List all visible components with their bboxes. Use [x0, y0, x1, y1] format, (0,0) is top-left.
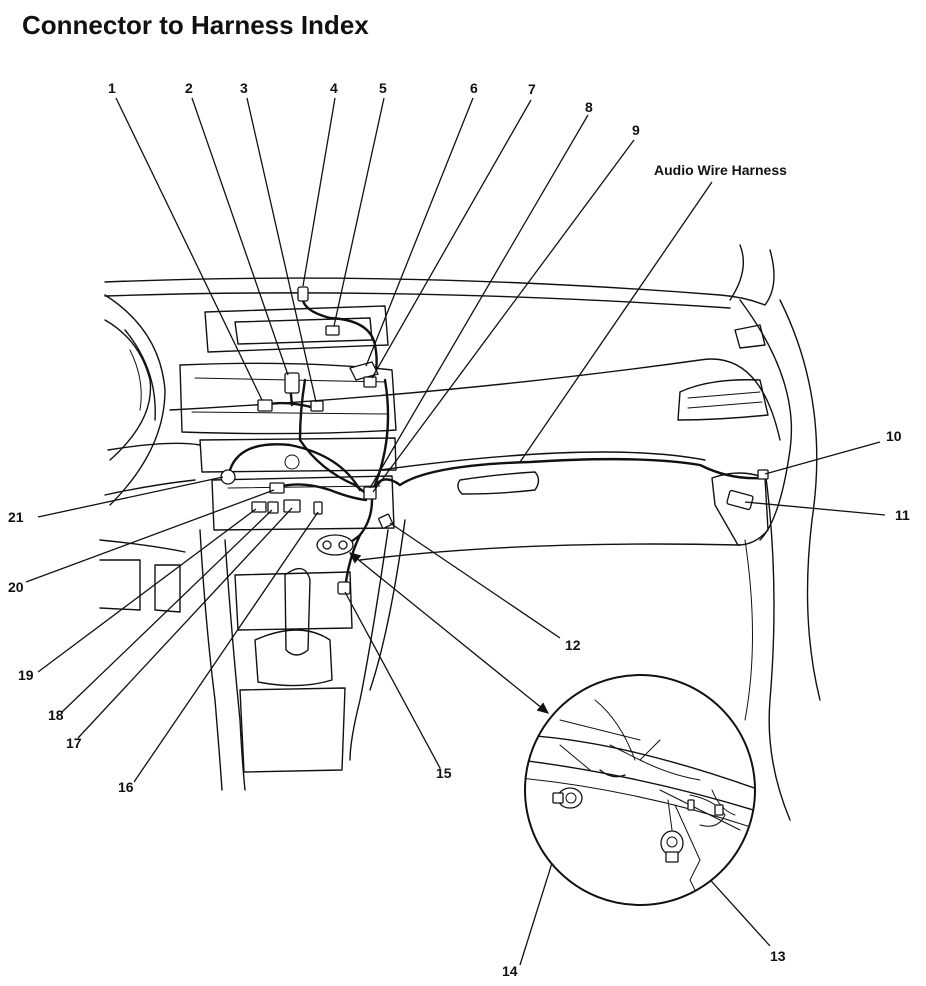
connector-10 [757, 469, 769, 480]
connector-13-14-group [316, 534, 354, 556]
callout-7: 7 [528, 81, 536, 97]
connector-17 [283, 499, 301, 513]
callout-4: 4 [330, 80, 338, 96]
connector-21 [220, 469, 236, 485]
callout-9: 9 [632, 122, 640, 138]
connector-4 [297, 286, 309, 302]
connector-20 [269, 482, 285, 494]
callout-8: 8 [585, 99, 593, 115]
connector-6 [349, 361, 379, 381]
connector-15 [337, 581, 351, 595]
connector-12 [378, 513, 394, 529]
callout-11: 11 [895, 507, 910, 523]
connector-8-9 [363, 486, 377, 500]
callout-6: 6 [470, 80, 478, 96]
callout-13: 13 [770, 948, 786, 964]
detail-inset [524, 674, 756, 906]
connector-16 [313, 501, 323, 515]
wiring-harness [228, 293, 764, 592]
callout-2: 2 [185, 80, 193, 96]
connector-11 [726, 489, 754, 511]
callout-1: 1 [108, 80, 116, 96]
callout-16: 16 [118, 779, 134, 795]
audio-wire-harness-label: Audio Wire Harness [654, 162, 787, 178]
callout-3: 3 [240, 80, 248, 96]
leader-lines [25, 97, 886, 966]
connector-3 [310, 400, 324, 412]
detail-connector-14 [552, 787, 583, 809]
page-title: Connector to Harness Index [22, 10, 369, 40]
connector-18 [267, 501, 279, 514]
connector-7 [363, 376, 377, 388]
callout-10: 10 [886, 428, 902, 444]
callout-21: 21 [8, 509, 24, 525]
connector-2 [284, 372, 300, 394]
callout-17: 17 [66, 735, 82, 751]
callout-19: 19 [18, 667, 34, 683]
detail-connector-13 [660, 830, 684, 863]
callout-labels: Audio Wire Harness 1 2 3 4 5 6 7 8 9 10 … [8, 80, 910, 979]
connector-5 [325, 325, 340, 336]
dashboard-outline [99, 244, 821, 821]
connector-1 [257, 399, 273, 412]
callout-18: 18 [48, 707, 64, 723]
callout-20: 20 [8, 579, 24, 595]
callout-15: 15 [436, 765, 452, 781]
callout-12: 12 [565, 637, 581, 653]
connectors [220, 286, 769, 595]
callout-14: 14 [502, 963, 518, 979]
callout-5: 5 [379, 80, 387, 96]
